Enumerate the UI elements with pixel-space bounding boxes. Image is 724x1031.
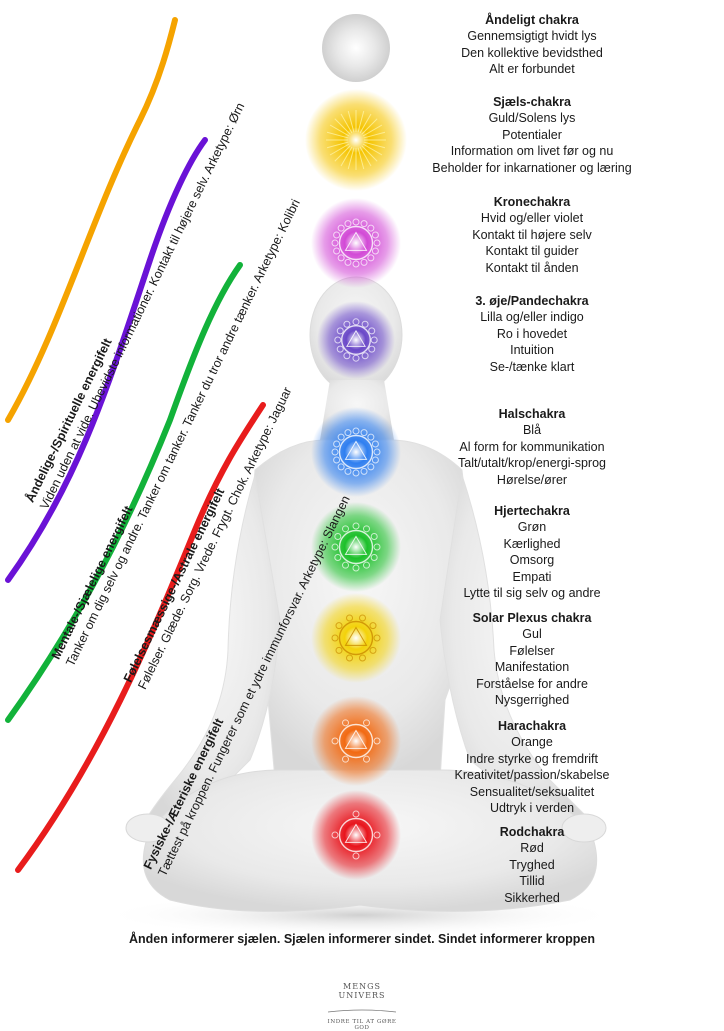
lotus-icon bbox=[311, 198, 401, 288]
chakra-title: Åndeligt chakra bbox=[485, 13, 579, 27]
brand-slogan: INDRE TIL AT GØRE GOD bbox=[327, 1019, 397, 1031]
chakra-line: Ro i hovedet bbox=[496, 326, 568, 341]
footer-quote: Ånden informerer sjælen. Sjælen informer… bbox=[128, 932, 596, 946]
chakra-line: Information om livet før og nu bbox=[450, 144, 614, 159]
chakra-line: Sikkerhed bbox=[504, 890, 560, 905]
chakra-title: 3. øje/Pandechakra bbox=[475, 294, 589, 308]
chakra-line: Manifestation bbox=[494, 660, 570, 675]
chakra-line: Guld/Solens lys bbox=[488, 111, 576, 126]
chakra-line: Talt/utalt/krop/energi-sprog bbox=[458, 456, 606, 471]
chakra-title: Sjæls-chakra bbox=[493, 95, 571, 109]
chakra-line: Alt er forbundet bbox=[489, 62, 575, 77]
chakra-title: Hjertechakra bbox=[494, 504, 570, 518]
chakra-title: Solar Plexus chakra bbox=[472, 611, 592, 625]
chakra-line: Nysgerrighed bbox=[494, 693, 570, 708]
chakra-title: Halschakra bbox=[498, 407, 566, 421]
golden-sun-icon bbox=[305, 89, 407, 191]
chakra-line: Kontakt til ånden bbox=[485, 260, 579, 275]
chakra-title: Kronechakra bbox=[493, 195, 571, 209]
chakra-line: Lilla og/eller indigo bbox=[480, 310, 584, 325]
chakra-line: Orange bbox=[511, 735, 553, 750]
chakra-line: Tryghed bbox=[509, 857, 555, 872]
chakra-line: Kontakt til guider bbox=[485, 244, 579, 259]
energy-wave-2 bbox=[5, 137, 208, 583]
chakra-line: Hvid og/eller violet bbox=[480, 211, 584, 226]
chakra-line: Gul bbox=[522, 627, 542, 642]
chakra-title: Harachakra bbox=[497, 719, 567, 733]
chakra-line: Indre styrke og fremdrift bbox=[466, 751, 598, 766]
chakra-line: Omsorg bbox=[509, 553, 555, 568]
chakra-line: Potentialer bbox=[502, 127, 562, 142]
chakra-line: Intuition bbox=[510, 343, 554, 358]
white-orb-icon bbox=[322, 14, 390, 82]
chakra-line: Kærlighed bbox=[503, 536, 561, 551]
third-eye-icon bbox=[317, 301, 395, 379]
chakra-line: Blå bbox=[522, 423, 542, 438]
brand-name: MENGS UNIVERS bbox=[338, 982, 386, 1000]
chakra-line: Udtryk i verden bbox=[489, 801, 575, 816]
solar-plexus-icon bbox=[311, 593, 401, 683]
throat-chakra-icon bbox=[311, 407, 401, 497]
chakra-line: Sensualitet/seksualitet bbox=[469, 784, 595, 799]
chakra-line: Kontakt til højere selv bbox=[472, 227, 592, 242]
energy-wave-1 bbox=[5, 17, 178, 423]
chakra-line: Empati bbox=[512, 569, 552, 584]
chakra-line: Lytte til sig selv og andre bbox=[463, 586, 601, 601]
chakra-line: Rød bbox=[520, 841, 544, 856]
chakra-line: Beholder for inkarnationer og læring bbox=[432, 160, 632, 175]
root-chakra-icon bbox=[311, 790, 401, 880]
chakra-line: Se-/tænke klart bbox=[489, 359, 575, 374]
chakra-line: Grøn bbox=[517, 520, 547, 535]
chakra-line: Forståelse for andre bbox=[476, 676, 588, 691]
chakra-title: Rodchakra bbox=[499, 825, 565, 839]
energy-wave-3 bbox=[5, 262, 243, 723]
chakra-line: Hørelse/ører bbox=[496, 472, 568, 487]
chakra-line: Følelser bbox=[509, 643, 555, 658]
chakra-line: Kreativitet/passion/skabelse bbox=[454, 768, 610, 783]
heart-chakra-icon bbox=[311, 502, 401, 592]
chakra-line: Gennemsigtigt hvidt lys bbox=[467, 29, 597, 44]
brand-swirl-icon bbox=[327, 1009, 397, 1013]
chakra-line: Tillid bbox=[519, 874, 545, 889]
chakra-line: Al form for kommunikation bbox=[459, 439, 605, 454]
energy-wave-4 bbox=[15, 402, 266, 873]
sacral-chakra-icon bbox=[311, 696, 401, 786]
chakra-line: Den kollektive bevidsthed bbox=[461, 45, 603, 60]
